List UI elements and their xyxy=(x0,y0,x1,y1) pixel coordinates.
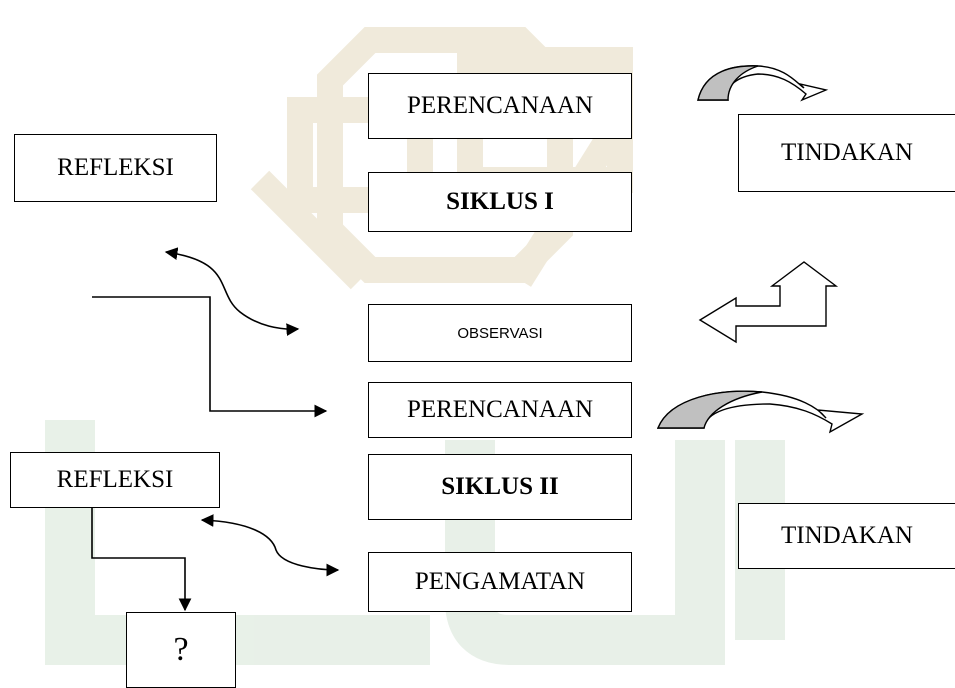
refleksi-box-2: REFLEKSI xyxy=(10,452,220,508)
siklus-2-label: SIKLUS II xyxy=(441,473,559,500)
tindakan-box-1: TINDAKAN xyxy=(738,114,955,192)
tindakan-label-1: TINDAKAN xyxy=(781,139,913,166)
question-box: ? xyxy=(126,612,236,688)
pengamatan-label: PENGAMATAN xyxy=(414,568,586,595)
perencanaan-box-1: PERENCANAAN xyxy=(368,73,632,139)
perencanaan-label-2: PERENCANAAN xyxy=(406,396,594,423)
question-label: ? xyxy=(173,631,189,668)
siklus-1-box: SIKLUS I xyxy=(368,172,632,232)
curved-arrow-shade xyxy=(697,65,759,101)
curved-arrow-2-shade xyxy=(656,390,763,429)
siklus-1-label: SIKLUS I xyxy=(446,188,554,215)
refleksi-label-2: REFLEKSI xyxy=(56,466,174,493)
refleksi-label-1: REFLEKSI xyxy=(57,154,174,181)
perencanaan-box-2: PERENCANAAN xyxy=(368,382,632,438)
double-arrow-refleksi-pengamatan xyxy=(200,514,340,577)
connector-refleksi-to-question xyxy=(91,507,192,612)
tindakan-box-2: TINDAKAN xyxy=(738,503,955,569)
observasi-box: OBSERVASI xyxy=(368,304,632,362)
perencanaan-label-1: PERENCANAAN xyxy=(406,92,594,119)
double-arrow-refleksi-observasi xyxy=(164,247,300,337)
refleksi-box-1: REFLEKSI xyxy=(14,134,217,202)
tindakan-label-2: TINDAKAN xyxy=(781,522,913,549)
connector-siklus1-to-siklus2 xyxy=(92,296,328,418)
observasi-label: OBSERVASI xyxy=(457,324,543,342)
elbow-arrow-icon xyxy=(698,261,839,344)
siklus-2-box: SIKLUS II xyxy=(368,454,632,520)
pengamatan-box: PENGAMATAN xyxy=(368,552,632,612)
